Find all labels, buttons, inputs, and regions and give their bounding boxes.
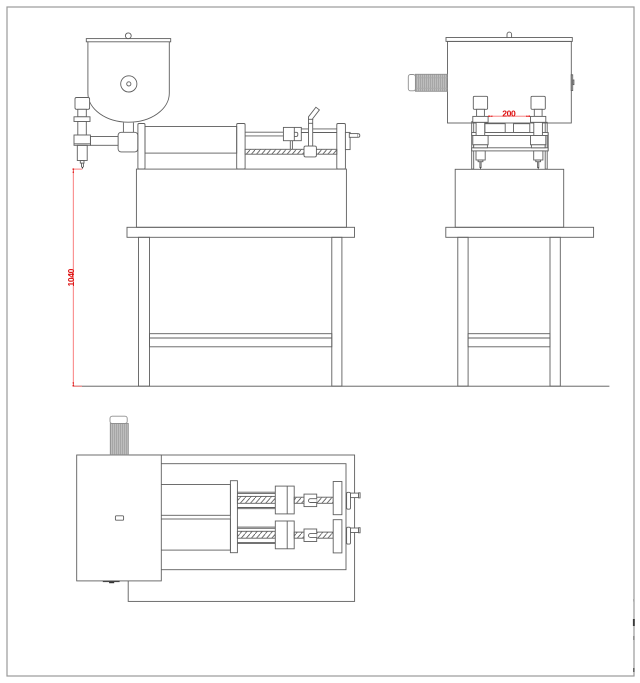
svg-text:200: 200 <box>502 109 516 119</box>
svg-text:1040: 1040 <box>66 268 76 286</box>
